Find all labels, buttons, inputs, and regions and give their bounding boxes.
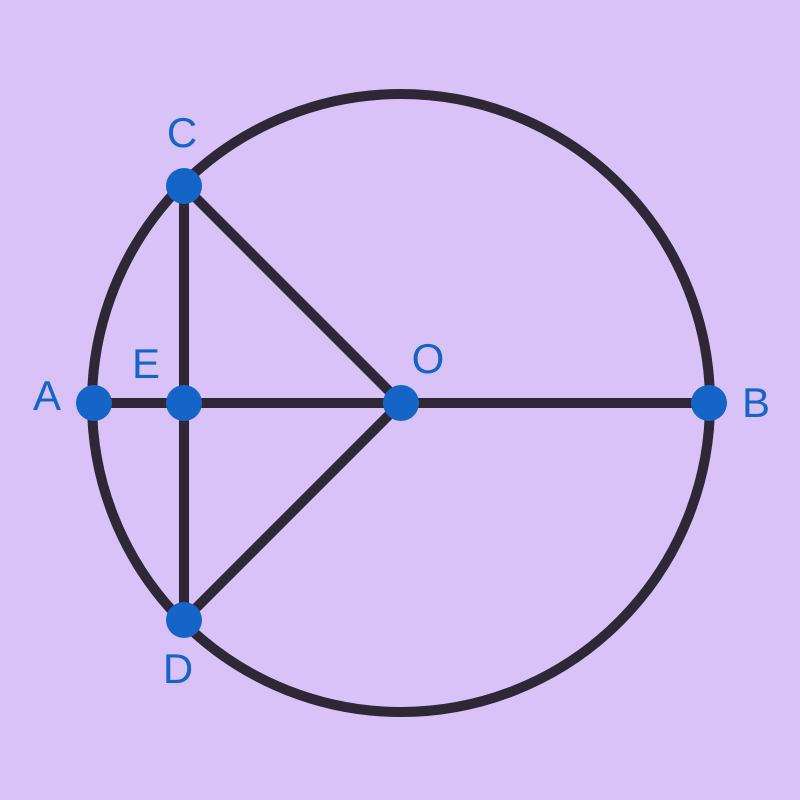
segment-od [179, 398, 406, 625]
label-e: E [132, 340, 160, 387]
point-b [691, 385, 727, 421]
label-o: O [412, 335, 445, 382]
label-b: B [742, 379, 770, 426]
point-e [166, 385, 202, 421]
point-d [166, 602, 202, 638]
label-a: A [33, 372, 61, 419]
label-c: C [167, 109, 197, 156]
point-a [76, 385, 112, 421]
segment-oc [179, 181, 406, 408]
point-o [383, 385, 419, 421]
label-d: D [163, 645, 193, 692]
point-c [166, 168, 202, 204]
